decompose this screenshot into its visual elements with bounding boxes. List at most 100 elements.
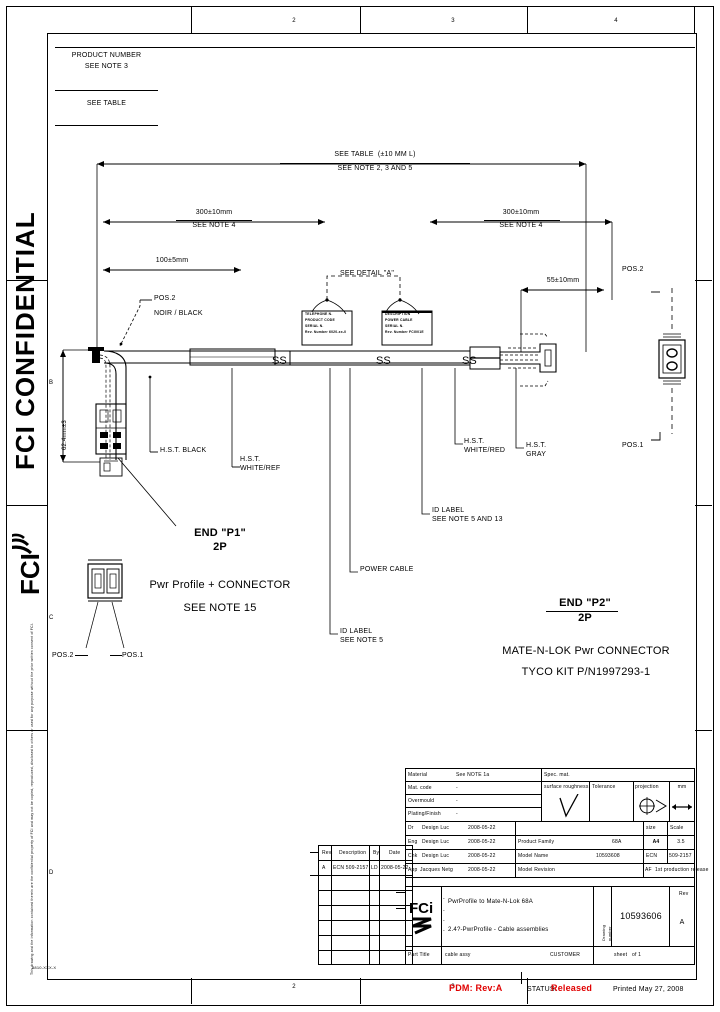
- tb-model-name: Model Name 10593608: [516, 850, 644, 864]
- rev-col-divider: [379, 846, 380, 964]
- zone-tick: [191, 6, 192, 33]
- tb-ecn-value-cell: 509-2157: [668, 850, 694, 864]
- tb-approved: App Jacques Netg 2008-05-22: [406, 864, 516, 878]
- cable-label-right-l3: SERIAL N.: [385, 324, 404, 328]
- tb-spacer: [406, 878, 694, 887]
- end-p2-poles: 2P: [578, 612, 592, 624]
- tb-mat-code-value: -: [456, 785, 458, 791]
- callout-hst-black: H.S.T. BLACK: [160, 447, 207, 454]
- tb-plating-label: Plating/Finish: [408, 811, 441, 817]
- footer-tick: [521, 972, 522, 984]
- cable-label-right-l2: POWER CABLE: [385, 318, 413, 322]
- cable-label-left-l2: PRODUCT CODE: [305, 318, 335, 322]
- tb-ecn-value: 509-2157: [669, 853, 692, 859]
- rev-col-rev: Rev.: [322, 850, 333, 856]
- rev-col-divider: [369, 846, 370, 964]
- svg-text:FCi: FCi: [409, 900, 433, 917]
- status-badge: Released: [551, 983, 593, 993]
- product-number-table-ref: SEE TABLE: [86, 100, 127, 107]
- tb-drawn-date: 2008-05-22: [468, 825, 496, 831]
- cable-label-left-l1: TELEPHONE N.: [305, 312, 333, 316]
- dim-left-value: 300±10mm: [195, 209, 233, 216]
- rev-col-divider: [331, 846, 332, 964]
- table-row: [319, 906, 412, 921]
- table-row: [319, 891, 412, 906]
- tb-part-title-cell: cable assy CUSTOMER: [442, 947, 594, 964]
- tb-ecn-desc: AF 1st production release: [645, 867, 709, 873]
- dim-overall-value: SEE TABLE (±10 MM L): [334, 151, 416, 158]
- tb-surface-roughness-label: surface roughness: [544, 784, 589, 790]
- zone-tick: [360, 978, 361, 1004]
- tb-drawn: Dr Design Luc 2008-05-22: [406, 822, 516, 836]
- callout-wire-black: NOIR / BLACK: [154, 310, 203, 317]
- rev-cell-rev: A: [322, 865, 326, 871]
- tb-drawing-no: 10593606: [620, 911, 662, 921]
- tb-mat-code: Mat. code -: [406, 782, 542, 795]
- tb-desc-line2: 2.4?-PwrProfile - Cable assemblies: [448, 927, 549, 933]
- end-p2-kit: TYCO KIT P/N1997293-1: [521, 666, 651, 678]
- tb-plating-value: -: [456, 811, 458, 817]
- pos2-leader: [75, 655, 88, 656]
- tb-scale-label: Scale: [670, 825, 684, 831]
- cable-label-right-l4: Rev. Number: [385, 330, 408, 334]
- tb-desc-line1: PwrProfile to Mate-N-Lok 68A: [448, 899, 533, 905]
- tb-model-name-label: Model Name: [518, 853, 549, 859]
- dim-right-underline: [484, 220, 560, 221]
- tb-model-revision-label: Model Revision: [518, 867, 555, 873]
- rev-cell-date: 2008-05-22: [381, 865, 409, 871]
- tb-drawing-no-label-cell: Drawing number: [594, 887, 612, 947]
- dim-p2-value: 55±10mm: [546, 277, 580, 284]
- callout-id-label-left: ID LABEL SEE NOTE 5: [340, 628, 384, 645]
- tb-rev-label: Rev: [679, 891, 689, 897]
- zone-tick: [360, 6, 361, 33]
- tb-tick: [310, 875, 319, 876]
- svg-text:SS: SS: [462, 355, 477, 367]
- end-p1-poles: 2P: [213, 541, 227, 553]
- callout-see-detail: SEE DETAIL "A": [340, 270, 395, 277]
- tb-customer-label: CUSTOMER: [550, 952, 581, 958]
- cable-label-left-l4: Rev. Number: [305, 330, 328, 334]
- revision-table: Rev. Description By Date A ECN 509-2157 …: [318, 845, 413, 965]
- tb-overmould-label: Overmould: [408, 798, 435, 804]
- zone-tick: [527, 6, 528, 33]
- tb-projection-label: projection: [635, 784, 659, 790]
- tb-size-value-cell: A4: [644, 836, 668, 850]
- tb-desc-dash3: -: [443, 918, 445, 924]
- dim-right-value: 300±10mm: [502, 209, 540, 216]
- zone-tick: [191, 978, 192, 1004]
- svg-text:SS: SS: [272, 355, 287, 367]
- tb-checked-name: Design Luc: [422, 853, 450, 859]
- tb-part-title-label: Part Title: [408, 952, 430, 958]
- header-rule-bottom: [55, 125, 158, 126]
- tb-part-title-label-cell: Part Title: [406, 947, 442, 964]
- zone-tick: [695, 730, 712, 731]
- zone-label-left-c: C: [49, 615, 54, 621]
- tb-sheet-cell: sheet of 1: [594, 947, 694, 964]
- tb-tick: [396, 892, 405, 893]
- zone-tick: [527, 978, 528, 1004]
- tb-tolerance-label: Tolerance: [592, 784, 616, 790]
- zone-tick: [695, 505, 712, 506]
- tb-scale-value: 3.5: [677, 839, 685, 845]
- zone-label-bottom-2: 2: [292, 984, 296, 990]
- zone-tick: [695, 280, 712, 281]
- tb-overmould: Overmould -: [406, 795, 542, 808]
- zone-label-top-3: 3: [451, 18, 455, 24]
- dim-short-value: 100±5mm: [155, 257, 189, 264]
- zone-label-top-2: 2: [292, 18, 296, 24]
- tb-product-family-value: 68A: [612, 839, 622, 845]
- tb-units: mm: [670, 782, 694, 822]
- pdm-revision: PDM: Rev:A: [449, 983, 503, 993]
- cable-label-left-code: 6020-xx-0: [329, 330, 347, 334]
- tb-tick: [396, 908, 405, 909]
- zone-label-left-d: D: [49, 870, 54, 876]
- tb-material-label: Material: [408, 772, 428, 778]
- end-p1-pos1: POS.1: [122, 652, 144, 659]
- callout-hst-right: H.S.T. GRAY: [526, 442, 547, 459]
- tb-material: Material See NOTE 1a: [406, 769, 542, 782]
- zone-label-bottom-3: 3: [451, 984, 455, 990]
- tb-tick: [310, 852, 319, 853]
- cable-label-left: TELEPHONE N. PRODUCT CODE SERIAL N. Rev.…: [304, 312, 350, 343]
- rev-col-by: By: [373, 850, 380, 856]
- printed-date: Printed May 27, 2008: [613, 986, 684, 993]
